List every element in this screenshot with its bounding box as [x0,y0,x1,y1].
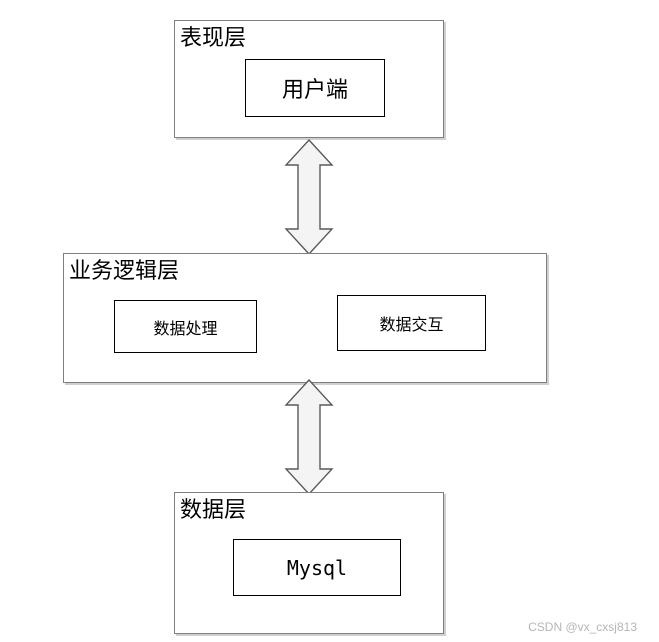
arrow-shape [284,138,334,256]
presentation-layer: 表现层 用户端 [174,20,444,138]
presentation-layer-title: 表现层 [180,26,247,51]
bidirectional-arrow-presentation-business [284,138,334,256]
data-processing-box: 数据处理 [114,300,257,353]
data-layer: 数据层 Mysql [174,492,444,634]
watermark: CSDN @vx_cxsj813 [528,620,637,634]
data-interaction-box: 数据交互 [337,295,486,351]
bidirectional-arrow-business-data [284,378,334,496]
data-layer-title: 数据层 [180,498,247,523]
business-logic-layer-title: 业务逻辑层 [69,259,180,284]
arrow-shape [284,378,334,496]
business-logic-layer: 业务逻辑层 数据处理 数据交互 [63,253,547,383]
client-box: 用户端 [245,59,385,117]
mysql-box: Mysql [233,539,401,596]
